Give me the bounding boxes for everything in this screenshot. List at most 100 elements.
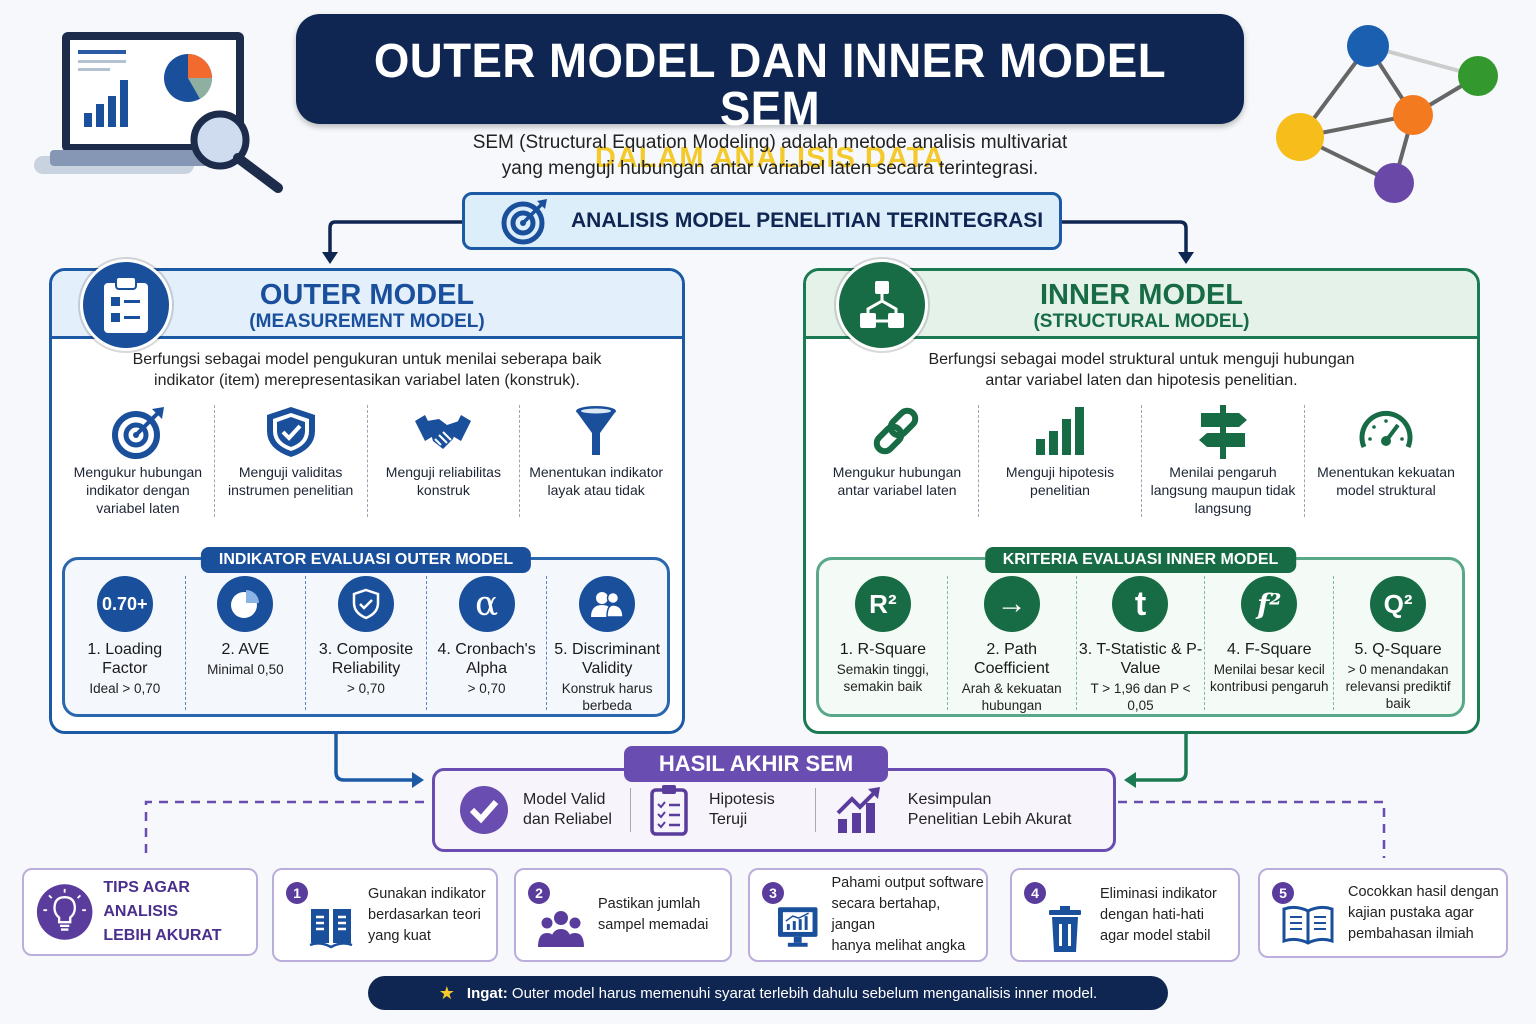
eval-criterion: Arah & kekuatan hubungan — [961, 681, 1062, 713]
tip-number: 5 — [1272, 882, 1294, 904]
outer-eval-item: 2. AVE Minimal 0,50 — [186, 576, 307, 710]
outer-eval-item: 5. Discriminant Validity Konstruk harus … — [547, 576, 667, 713]
intro-text: SEM (Structural Equation Modeling) adala… — [300, 130, 1240, 182]
eval-name: 4. F-Square — [1227, 641, 1312, 658]
arrow-right-icon: → — [983, 576, 1040, 632]
signpost-icon — [1199, 405, 1247, 459]
tip-number: 4 — [1024, 882, 1046, 904]
trash-icon — [1049, 906, 1081, 952]
tip-text: dengan hati-hati — [1100, 906, 1204, 923]
inner-eval-item: f² 4. F-Square Menilai besar kecil kontr… — [1205, 576, 1335, 710]
eval-criterion: Konstruk harus berbeda — [561, 681, 653, 713]
feature-text: Mengukur hubungan antar variabel laten — [832, 464, 962, 498]
eval-name: 3. Composite Reliability — [318, 641, 414, 677]
loading-factor-badge: 0.70+ — [96, 576, 153, 632]
outer-model-panel: OUTER MODEL (MEASUREMENT MODEL) Berfungs… — [49, 259, 685, 734]
inner-model-subtitle: (STRUCTURAL MODEL) — [1033, 311, 1250, 332]
lightbulb-icon — [36, 884, 93, 940]
clipboard-checklist-icon — [80, 259, 172, 351]
result-text: Model Valid — [523, 791, 606, 808]
eval-criterion: T > 1,96 dan P < 0,05 — [1090, 681, 1191, 713]
pie-chart-icon — [217, 576, 274, 632]
title-banner: OUTER MODEL DAN INNER MODEL SEM DALAM AN… — [296, 14, 1244, 174]
feature-text: Menilai pengaruh langsung maupun tidak l… — [1150, 464, 1296, 516]
tip-text: agar model stabil — [1100, 927, 1211, 944]
eval-criterion: > 0,70 — [347, 681, 385, 696]
result-title: HASIL AKHIR SEM — [624, 746, 888, 782]
inner-eval-item: R² 1. R-Square Semakin tinggi, semakin b… — [819, 576, 948, 710]
desc-line: antar variabel laten dan hipotesis penel… — [985, 372, 1298, 389]
outer-feature: Menguji validitas instrumen penelitian — [215, 405, 368, 517]
inner-feature: Menentukan kekuatan model struktural — [1305, 405, 1467, 517]
star-icon: ★ — [438, 982, 455, 1003]
network-nodes-illustration — [1276, 25, 1498, 203]
shield-check-icon — [266, 407, 315, 457]
outer-evaluation-title: INDIKATOR EVALUASI OUTER MODEL — [200, 547, 532, 573]
bar-chart-icon — [1036, 407, 1084, 455]
inner-model-description: Berfungsi sebagai model struktural untuk… — [806, 349, 1477, 391]
eval-name: 5. Q-Square — [1354, 641, 1442, 658]
inner-feature: Menilai pengaruh langsung maupun tidak l… — [1142, 405, 1305, 517]
outer-model-title: OUTER MODEL — [259, 279, 475, 311]
tips-title: LEBIH AKURAT — [103, 927, 222, 944]
alpha-symbol: α — [458, 576, 515, 632]
tip-card: 4 Eliminasi indikator dengan hati-hati aga… — [1010, 868, 1240, 962]
eval-name: 3. T-Statistic & P-Value — [1078, 641, 1203, 677]
result-text: Teruji — [708, 811, 748, 828]
inner-features: Mengukur hubungan antar variabel laten M… — [816, 405, 1467, 517]
inner-feature: Mengukur hubungan antar variabel laten — [816, 405, 979, 517]
result-text: Penelitian Lebih Akurat — [907, 811, 1072, 828]
check-circle-icon — [460, 786, 508, 834]
feature-text: Mengukur hubungan indikator dengan varia… — [73, 464, 203, 516]
desc-line: indikator (item) merepresentasikan varia… — [154, 372, 580, 389]
tip-text: Gunakan indikator — [368, 885, 486, 902]
result-text: dan Reliabel — [523, 811, 612, 828]
eval-criterion: Ideal > 0,70 — [89, 681, 161, 696]
tip-text: secara bertahap, jangan — [831, 896, 941, 933]
outer-feature: Menguji reliabilitas konstruk — [368, 405, 521, 517]
r-square-badge: R² — [854, 576, 911, 632]
eval-name: 2. Path Coefficient — [974, 641, 1050, 677]
outer-model-subtitle: (MEASUREMENT MODEL) — [249, 311, 485, 332]
integrated-analysis-box: ANALISIS MODEL PENELITIAN TERINTEGRASI — [462, 192, 1062, 250]
tip-text: sampel memadai — [598, 917, 709, 933]
handshake-icon — [415, 415, 472, 449]
eval-criterion: > 0 menandakan relevansi prediktif baik — [1345, 662, 1451, 711]
desc-line: Berfungsi sebagai model struktural untuk… — [928, 351, 1355, 368]
outer-eval-item: 3. Composite Reliability > 0,70 — [306, 576, 427, 710]
tip-text: berdasarkan teori — [368, 906, 481, 923]
inner-eval-item: t 3. T-Statistic & P-Value T > 1,96 dan … — [1077, 576, 1206, 713]
reminder-banner: ★ Ingat: Outer model harus memenuhi syar… — [368, 976, 1168, 1010]
reminder-text: Outer model harus memenuhi syarat terleb… — [507, 984, 1098, 1002]
intro-line: SEM (Structural Equation Modeling) adala… — [472, 132, 1068, 153]
group-icon — [538, 911, 584, 947]
funnel-icon — [576, 406, 617, 455]
integrated-analysis-label: ANALISIS MODEL PENELITIAN TERINTEGRASI — [571, 209, 1044, 232]
hierarchy-icon — [836, 259, 928, 351]
intro-line: yang menguji hubungan antar variabel lat… — [501, 158, 1039, 179]
inner-model-panel: INNER MODEL (STRUCTURAL MODEL) Berfungsi… — [803, 259, 1480, 734]
eval-name: 4. Cronbach's Alpha — [437, 641, 536, 677]
gauge-icon — [1359, 410, 1413, 448]
clipboard-list-icon — [650, 785, 688, 836]
tip-text: yang kuat — [368, 927, 431, 944]
result-text: Hipotesis — [708, 791, 775, 808]
inner-eval-item: → 2. Path Coefficient Arah & kekuatan hu… — [948, 576, 1077, 713]
inner-eval-item: Q² 5. Q-Square > 0 menandakan relevansi … — [1334, 576, 1462, 711]
tip-text: Cocokkan hasil dengan — [1348, 883, 1499, 900]
target-icon — [501, 199, 547, 245]
tip-text: pembahasan ilmiah — [1348, 925, 1474, 942]
tip-text: Eliminasi indikator — [1100, 885, 1217, 902]
monitor-chart-icon — [777, 907, 818, 947]
eval-name: 1. R-Square — [839, 641, 927, 658]
tip-text: hanya melihat angka — [831, 938, 966, 954]
outer-evaluation-box: INDIKATOR EVALUASI OUTER MODEL 0.70+ 1. … — [62, 547, 670, 717]
eval-name: 2. AVE — [221, 641, 270, 658]
inner-model-title: INNER MODEL — [1040, 279, 1243, 311]
divider — [814, 788, 816, 832]
